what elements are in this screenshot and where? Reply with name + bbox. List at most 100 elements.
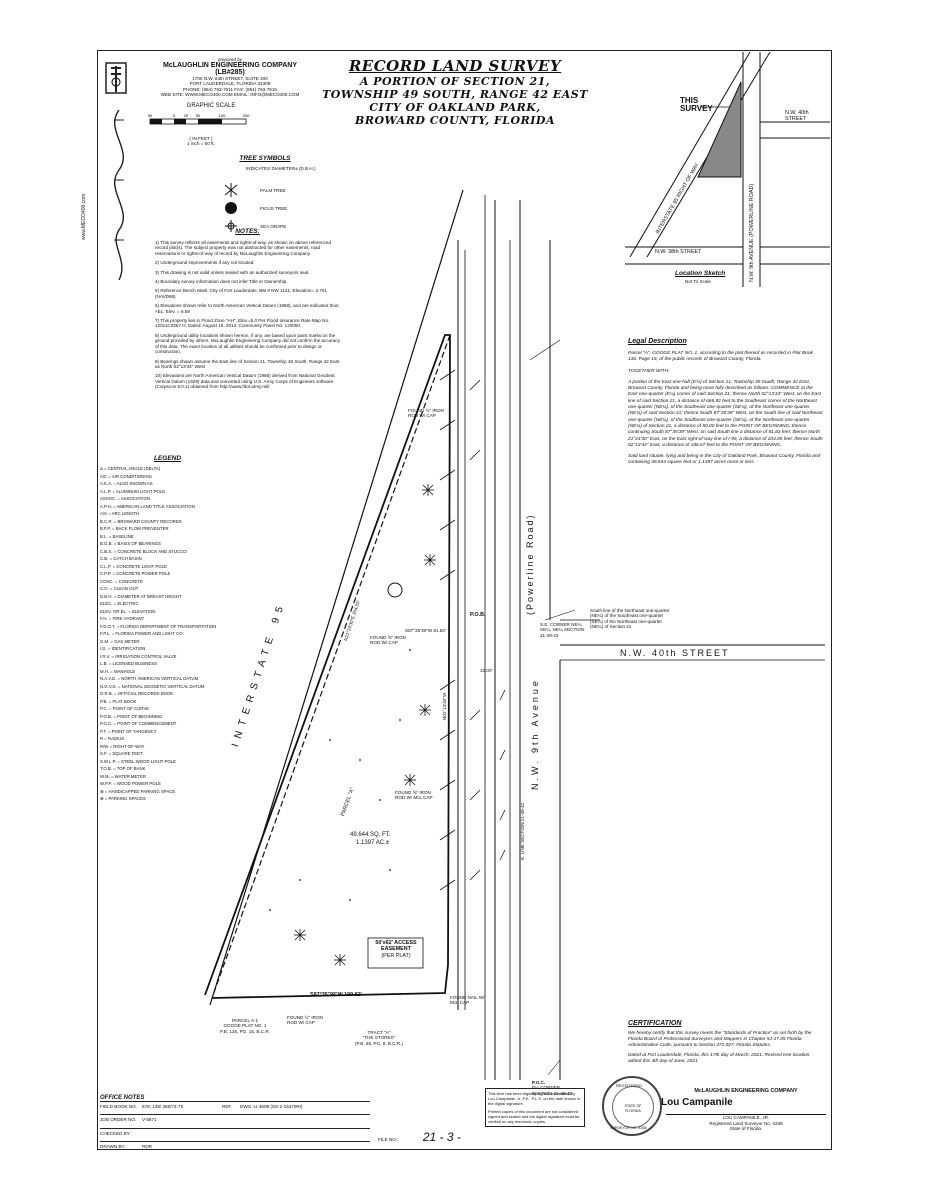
found-rod-label: FOUND ½" IRON ROD W/ CAP — [408, 408, 444, 419]
this-survey-parcel — [697, 81, 742, 178]
legal-paragraph: Parcel "A", GOOGE PLAT NO. 1, according … — [628, 351, 813, 363]
poc-line: SECTION 21-49-42 — [532, 1090, 573, 1096]
legend-item: I.D. = IDENTIFICATION — [100, 646, 146, 651]
legend-item: S.F. = SQUARE FEET — [100, 751, 143, 756]
bearing-top: S87°35'39"W 81.83' — [405, 628, 446, 633]
e-line-label: E. LINE SECTION 21-49-42 — [520, 802, 525, 860]
legend-item: ASSOC. = ASSOCIATION — [100, 496, 150, 501]
field-label: CHECKED BY: — [100, 1130, 131, 1136]
note-item: 7) This property lies in Flood Zone "AH"… — [155, 318, 330, 329]
scale-tick: 25 — [184, 113, 189, 118]
digital-signature-note: This item has been digitally signed and … — [485, 1088, 585, 1127]
certification-title: CERTIFICATION — [628, 1020, 682, 1027]
legend-item: W.P.P. = WOOD POWER POLE — [100, 781, 161, 786]
easement-line: EASEMENT — [381, 946, 411, 953]
office-notes: OFFICE NOTES FIELD BOOK NO. 578, 138/ 36… — [100, 1095, 370, 1150]
poc-label: P.O.C. E¼ CORNER SECTION 21-49-42 — [532, 1080, 572, 1096]
legend-item: CONC. = CONCRETE — [100, 578, 143, 584]
survey-title-block: RECORD LAND SURVEY A PORTION OF SECTION … — [290, 57, 620, 127]
scale-tick: 50 — [196, 113, 201, 118]
legal-paragraph: A portion of the East one-half (E½) of S… — [628, 379, 823, 448]
digital-note-text: Printed copies of this document are not … — [488, 1109, 580, 1124]
legend-item: ELEV. OR EL. = ELEVATION — [100, 608, 156, 614]
digital-note-text: This item has been digitally signed and … — [488, 1091, 581, 1106]
legend-item: C.P.P. = CONCRETE POWER POLE — [100, 571, 171, 576]
legend-item: C.L.P. = CONCRETE LIGHT POLE — [100, 563, 167, 569]
prepared-by: prepared by — [217, 57, 243, 62]
certification-text: We hereby certify that this survey meets… — [628, 1031, 812, 1048]
easement-line: 50'x62' ACCESS — [375, 940, 417, 946]
legend-item: Δ = CENTRAL ANGLE (DELTA) — [100, 466, 161, 471]
title-line: BROWARD COUNTY, FLORIDA — [355, 114, 555, 127]
found-rod-label: FOUND ⅝" IRON ROD W/ McL CAP — [395, 790, 433, 801]
address-line: PHONE: (954) 763-7611 FAX: (954) 763-761… — [183, 86, 277, 92]
legal-paragraph: TOGETHER WITH: — [628, 368, 670, 374]
note-item: 9) Bearings shown assume the East line o… — [155, 358, 340, 369]
field-label: REF. — [222, 1104, 232, 1109]
legend-item: N.A.V.D. = NORTH AMERICAN VERTICAL DATUM — [100, 676, 199, 681]
legend-item: N.G.V.D. = NATIONAL GEODETIC VERTICAL DA… — [100, 683, 205, 689]
file-number: 21 - 3 - — [422, 1130, 461, 1144]
tree-symbols: TREE SYMBOLS INDICATES DIAMETER± (D.B.H.… — [210, 155, 320, 233]
legend-item: B.F.P. = BACK FLOW PREVENTER — [100, 526, 169, 531]
seal-text: STATE OF FLORIDA — [624, 1104, 642, 1114]
cert-company: McLAUGHLIN ENGINEERING COMPANY — [694, 1088, 798, 1094]
easement-line: (PER PLAT) — [381, 952, 411, 959]
tract-line: "THE STORES" — [362, 1035, 396, 1041]
ficus-tree-mark — [387, 582, 403, 598]
pob-label: P.O.B. — [470, 612, 486, 618]
sea-grape-icon — [224, 219, 238, 233]
title-line: TOWNSHIP 49 SOUTH, RANGE 42 EAST — [322, 88, 588, 101]
scale-ratio: 1 inch = 50 ft. — [187, 141, 215, 147]
sketch-street-label: N.W. 38th STREET — [655, 249, 702, 255]
legend-item: F.D.O.T. = FLORIDA DEPARTMENT OF TRANSPO… — [100, 623, 217, 629]
legend-item: A.P.H. = AMERICAN LAND TITLE ASSOCIATION — [100, 503, 195, 509]
bearing-bottom: S87°35'39"W 199.82' — [310, 992, 362, 998]
parcel-a1-line: GOOGE PLAT NO. 1 — [223, 1023, 267, 1029]
legend-item: D.B.H. = DIAMETER AT BREAST HEIGHT — [100, 593, 182, 599]
dbh-note: INDICATES DIAMETER± (D.B.H.) — [246, 166, 316, 171]
graphic-scale: GRAPHIC SCALE 50 0 25 50 100 200 ( IN FE… — [146, 103, 276, 147]
legend-item: ELEC. = ELECTRIC — [100, 601, 139, 606]
scale-title: GRAPHIC SCALE — [186, 103, 236, 109]
office-notes-title: OFFICE NOTES — [100, 1095, 145, 1101]
legend-item: A/C = AIR CONDITIONING — [100, 473, 152, 479]
legend-item: R = RADIUS — [100, 736, 125, 741]
note-item: 10) Elevations per North American Vertic… — [155, 373, 336, 390]
note-item: 3) This drawing is not valid unless seal… — [155, 269, 310, 275]
legend-item: P.O.C. = POINT OF COMMENCEMENT — [100, 721, 177, 726]
legal-description: Legal Description Parcel "A", GOOGE PLAT… — [628, 338, 823, 472]
certification: CERTIFICATION We hereby certify that thi… — [628, 1020, 823, 1065]
this-survey-label: THIS SURVEY — [680, 96, 713, 113]
sketch-street-label: N.W. 40th STREET — [785, 110, 809, 123]
legend: LEGEND Δ = CENTRAL ANGLE (DELTA)A/C = AI… — [100, 455, 235, 803]
powerline-label: (Powerline Road) — [525, 513, 535, 615]
legend-item: B.O.B. = BASIS OF BEARINGS — [100, 541, 161, 546]
legend-item: B.L. = BASELINE — [100, 533, 134, 539]
scale-tick: 0 — [173, 113, 176, 118]
field-label: FIELD BOOK NO. — [100, 1104, 138, 1109]
legend-item: A.L.P. = ALUMINUM LIGHT POLE — [100, 488, 166, 494]
title-line: CITY OF OAKLAND PARK, — [369, 101, 541, 114]
poc-line: E¼ CORNER — [532, 1085, 561, 1091]
location-sketch-sub: Not To Scale — [685, 279, 711, 284]
legend-item: R/W = RIGHT-OF-WAY — [100, 743, 145, 749]
area-ac-label: 1.1397 AC.± — [356, 840, 389, 846]
legend-item: S.W.L.P. = STEEL WOOD LIGHT POLE — [100, 758, 176, 764]
area-sf-label: 49,644 SQ. FT. — [350, 832, 391, 838]
cert-state: State of Florida. — [729, 1126, 763, 1132]
legend-item: P.T. = POINT OF TANGENCY — [100, 728, 157, 734]
tree-label: SEA GRAPE — [260, 223, 287, 229]
location-sketch-title: Location Sketch — [675, 270, 726, 277]
location-sketch: THIS SURVEY N.W. 40th STREET N.W. 38th S… — [625, 51, 830, 287]
legend-item: A.K.A. = ALSO KNOWN AS — [100, 481, 153, 486]
sheet-number: FILE NO.: 21 - 3 - — [378, 1128, 478, 1146]
palm-tree-icon — [224, 183, 238, 198]
field-value: V-5871 — [142, 1117, 157, 1123]
se-corner-label: S.E. CORNER NE¼, SE¼, NE¼ SECTION 21-49-… — [540, 622, 585, 638]
certification-date: Dated at Fort Lauderdale, Florida, this … — [628, 1053, 810, 1064]
scale-tick: 50 — [148, 113, 153, 118]
legend-item: F.H. = FIRE HYDRANT — [100, 616, 145, 621]
parcel-a1-line: PARCEL A-1 — [231, 1018, 258, 1023]
